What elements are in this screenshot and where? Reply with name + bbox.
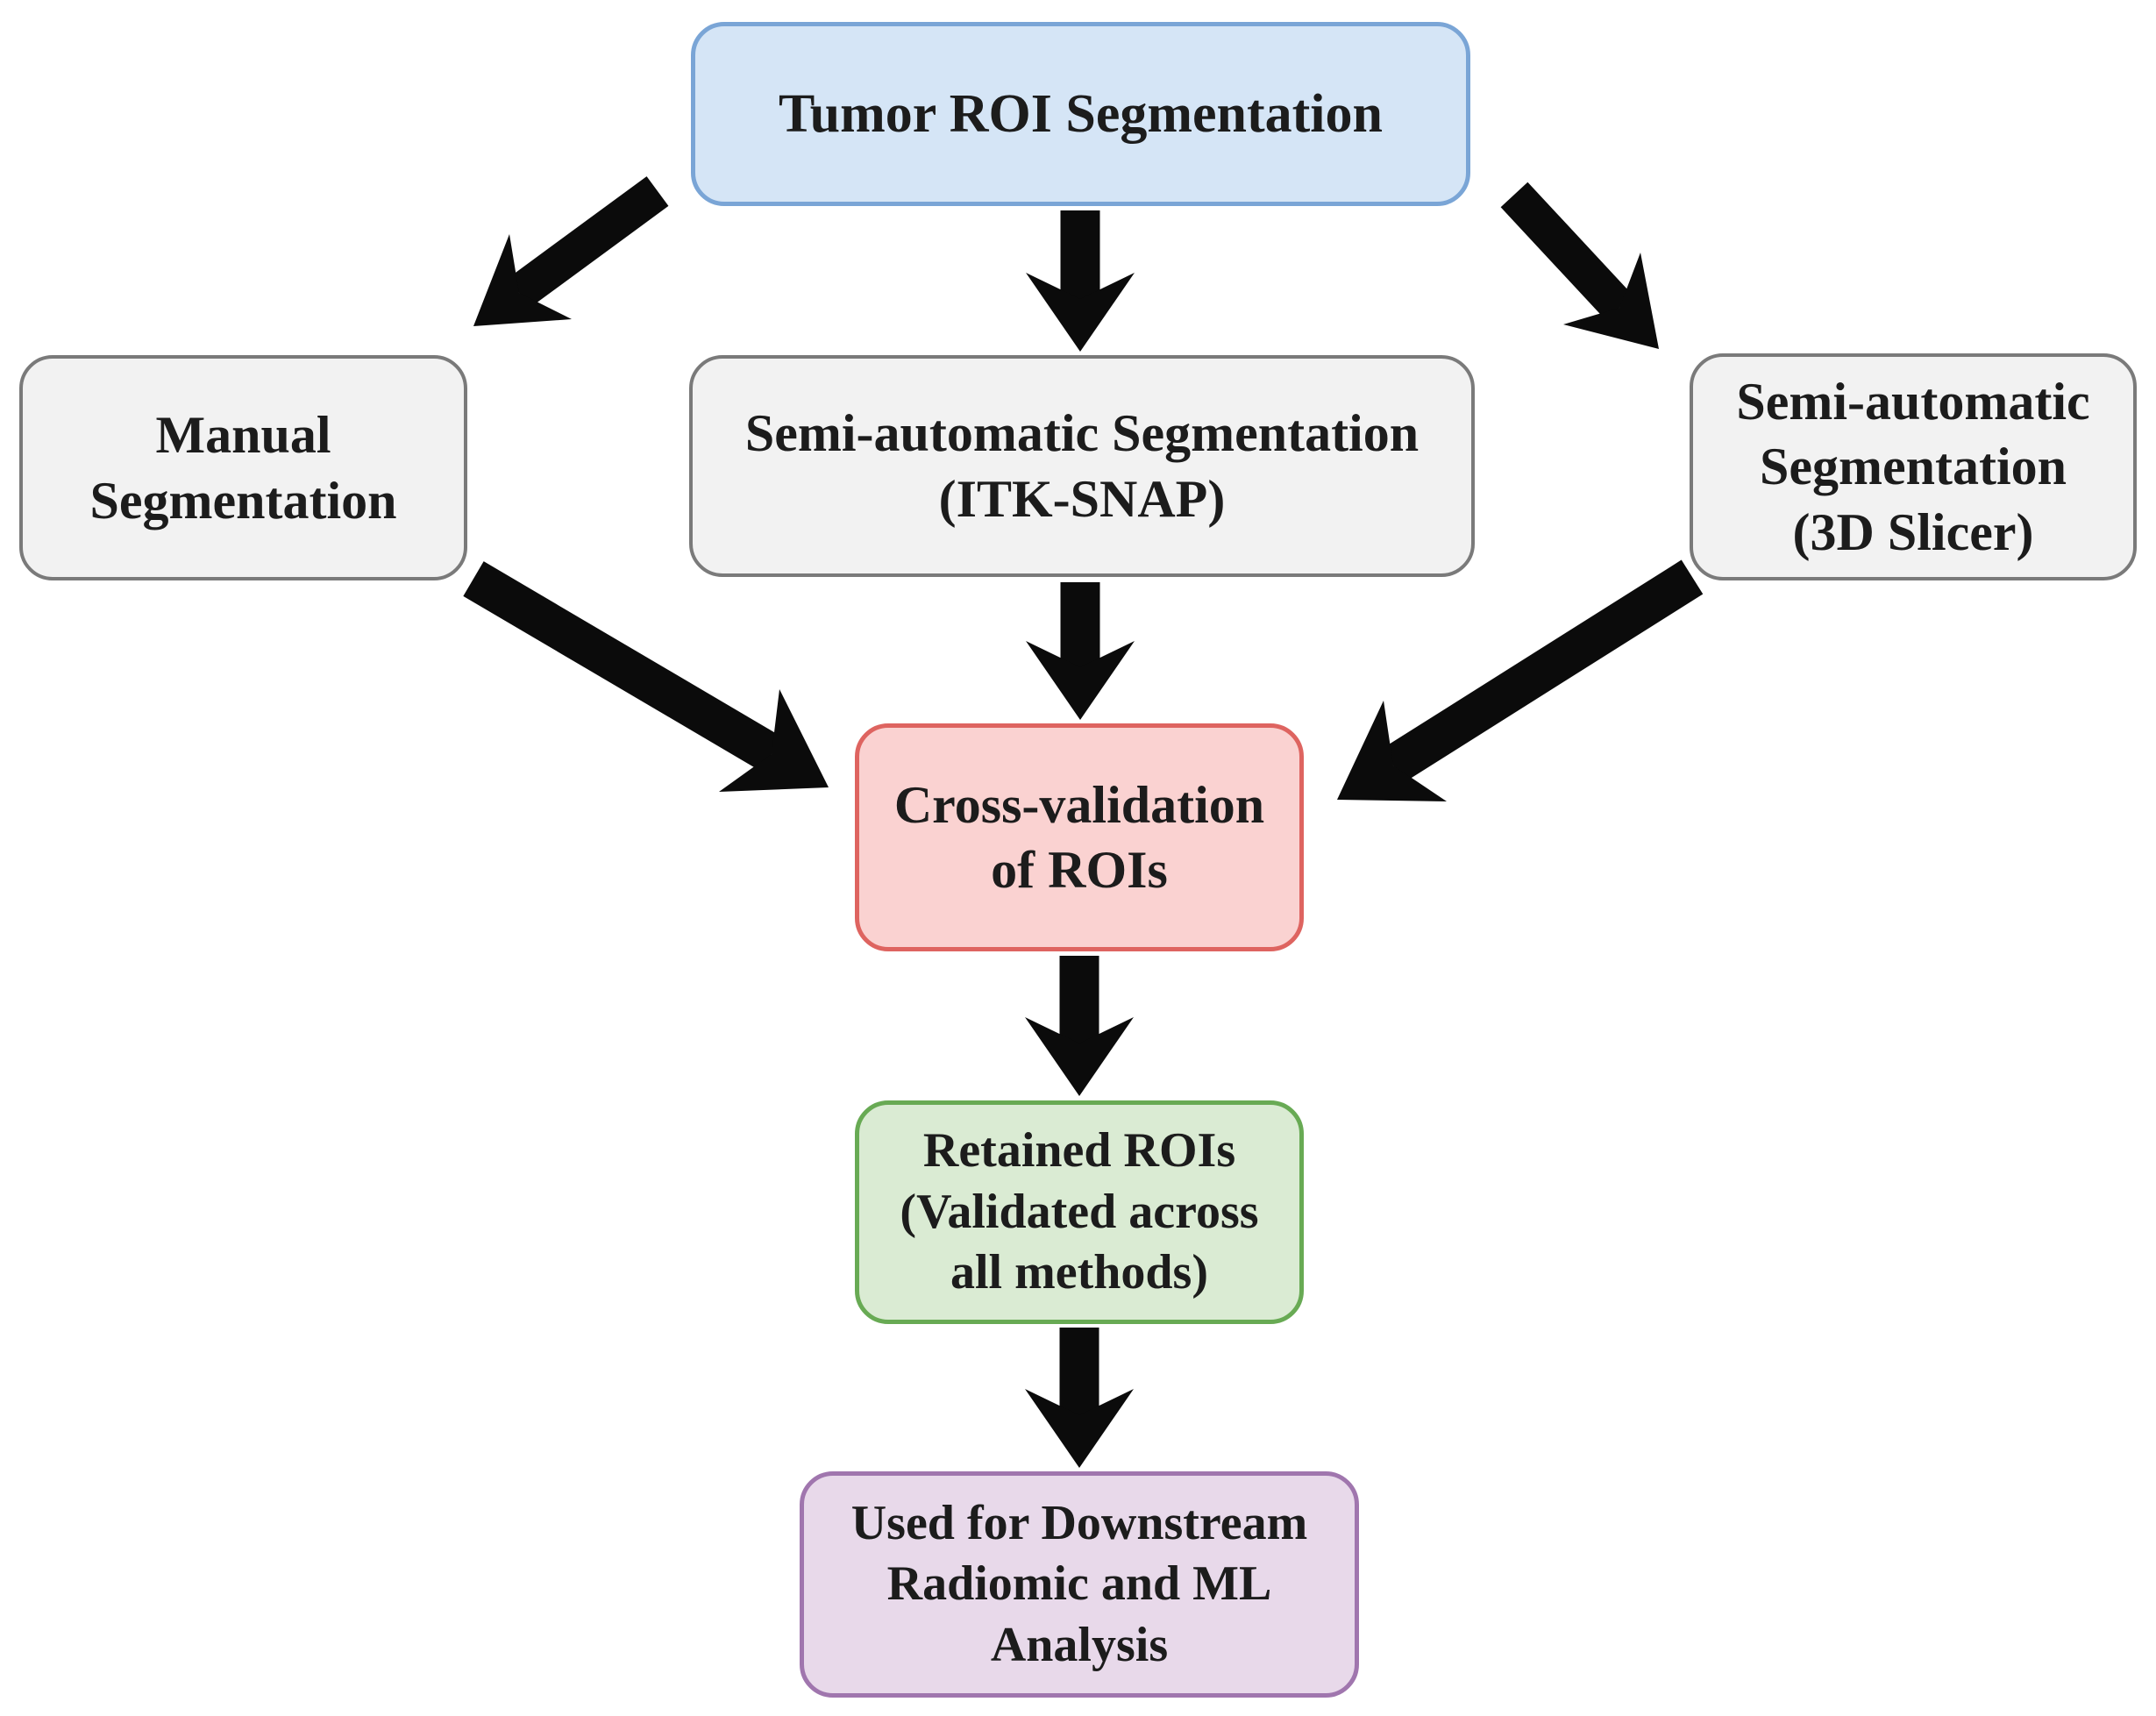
node-retained-rois-label: Retained ROIs (Validated across all meth…	[900, 1123, 1259, 1300]
arrow-top-to-manual	[473, 176, 669, 326]
arrow-retained-to-downstream	[1025, 1328, 1134, 1468]
node-downstream-analysis-label: Used for Downstream Radiomic and ML Anal…	[850, 1495, 1308, 1672]
arrow-itk-to-crossval	[1026, 582, 1135, 720]
node-semiauto-3d-slicer: Semi-automatic Segmentation (3D Slicer)	[1690, 353, 2137, 580]
node-downstream-analysis: Used for Downstream Radiomic and ML Anal…	[800, 1471, 1359, 1698]
node-tumor-roi-segmentation: Tumor ROI Segmentation	[691, 22, 1470, 206]
node-semiauto-itk-snap: Semi-automatic Segmentation (ITK-SNAP)	[689, 355, 1475, 577]
node-cross-validation-of-rois-label: Cross-validation of ROIs	[893, 775, 1265, 899]
node-manual-segmentation-label: Manual Segmentation	[89, 406, 397, 530]
node-semiauto-3d-slicer-label: Semi-automatic Segmentation (3D Slicer)	[1736, 372, 2090, 561]
arrow-top-to-itk	[1026, 210, 1135, 352]
node-semiauto-itk-snap-label: Semi-automatic Segmentation (ITK-SNAP)	[744, 404, 1420, 528]
node-manual-segmentation: Manual Segmentation	[19, 355, 467, 580]
arrow-top-to-slicer	[1500, 182, 1659, 349]
arrow-slicer-to-crossval	[1337, 559, 1704, 801]
node-retained-rois: Retained ROIs (Validated across all meth…	[855, 1100, 1304, 1324]
arrow-crossval-to-retained	[1025, 956, 1134, 1096]
node-tumor-roi-segmentation-label: Tumor ROI Segmentation	[779, 83, 1383, 144]
node-cross-validation-of-rois: Cross-validation of ROIs	[855, 723, 1304, 951]
arrow-manual-to-crossval	[463, 561, 829, 792]
